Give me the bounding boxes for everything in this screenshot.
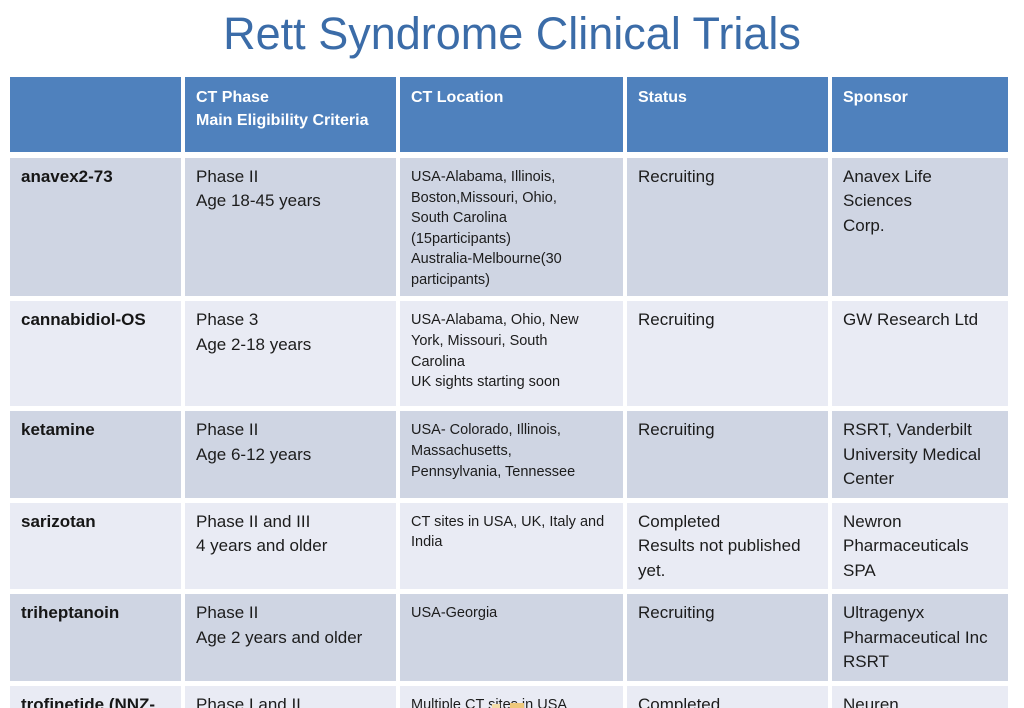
cropped-graphic-fragment (492, 704, 500, 708)
status-cell: Recruiting (627, 301, 832, 412)
status-cell: Recruiting (627, 411, 832, 503)
table-row: ketamine Phase II Age 6-12 years USA- Co… (10, 411, 1012, 503)
phase-cell: Phase II and III 4 years and older (185, 502, 400, 595)
phase-cell: Phase I and II (185, 685, 400, 708)
table-header-row: CT Phase Main Eligibility Criteria CT Lo… (10, 77, 1012, 158)
location-cell: USA- Colorado, Illinois, Massachusetts, … (400, 411, 627, 503)
trial-name-cell: triheptanoin (10, 594, 185, 686)
table-row: triheptanoin Phase II Age 2 years and ol… (10, 594, 1012, 686)
sponsor-cell: Ultragenyx Pharmaceutical Inc RSRT (832, 594, 1012, 686)
phase-cell: Phase 3 Age 2-18 years (185, 301, 400, 412)
table-row: cannabidiol-OS Phase 3 Age 2-18 years US… (10, 301, 1012, 412)
header-cell-sponsor: Sponsor (832, 77, 1012, 158)
header-cell-status: Status (627, 77, 832, 158)
header-cell-location: CT Location (400, 77, 627, 158)
trial-name-cell: anavex2-73 (10, 158, 185, 302)
trial-name-cell: ketamine (10, 411, 185, 503)
status-cell: Recruiting (627, 594, 832, 686)
sponsor-cell: Newron Pharmaceuticals SPA (832, 502, 1012, 595)
location-cell: USA-Alabama, Ohio, New York, Missouri, S… (400, 301, 627, 412)
status-cell: Recruiting (627, 158, 832, 302)
sponsor-cell: GW Research Ltd (832, 301, 1012, 412)
header-cell-phase: CT Phase Main Eligibility Criteria (185, 77, 400, 158)
trial-name-cell: trofinetide (NNZ- 2566) (10, 685, 185, 708)
cropped-graphic-fragment (510, 703, 524, 708)
location-cell: USA-Georgia (400, 594, 627, 686)
trials-table: CT Phase Main Eligibility Criteria CT Lo… (10, 77, 1012, 708)
trial-name-cell: sarizotan (10, 502, 185, 595)
status-cell: Completed Results published (627, 685, 832, 708)
phase-cell: Phase II Age 2 years and older (185, 594, 400, 686)
location-cell: Multiple CT sites in USA (400, 685, 627, 708)
status-cell: Completed Results not published yet. (627, 502, 832, 595)
location-cell: USA-Alabama, Illinois, Boston,Missouri, … (400, 158, 627, 302)
sponsor-cell: RSRT, Vanderbilt University Medical Cent… (832, 411, 1012, 503)
phase-cell: Phase II Age 6-12 years (185, 411, 400, 503)
table-row: anavex2-73 Phase II Age 18-45 years USA-… (10, 158, 1012, 302)
location-cell: CT sites in USA, UK, Italy and India (400, 502, 627, 595)
sponsor-cell: Anavex Life Sciences Corp. (832, 158, 1012, 302)
trials-table-container: CT Phase Main Eligibility Criteria CT Lo… (10, 77, 1012, 708)
trial-name-cell: cannabidiol-OS (10, 301, 185, 412)
header-cell-trial-name (10, 77, 185, 158)
sponsor-cell: Neuren Pharmaceuticals (832, 685, 1012, 708)
phase-cell: Phase II Age 18-45 years (185, 158, 400, 302)
page-title: Rett Syndrome Clinical Trials (223, 8, 801, 59)
table-row: sarizotan Phase II and III 4 years and o… (10, 502, 1012, 595)
table-row: trofinetide (NNZ- 2566) Phase I and II M… (10, 685, 1012, 708)
